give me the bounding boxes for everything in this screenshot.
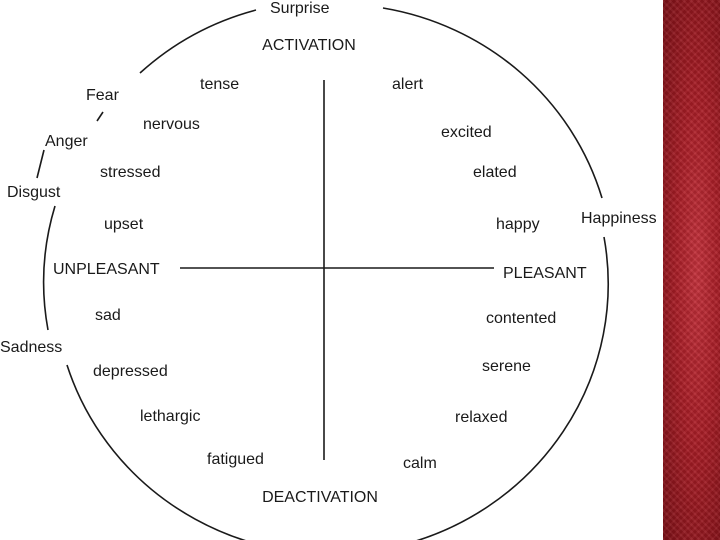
emotion-happiness: Happiness	[581, 210, 657, 227]
axis-label-activation: ACTIVATION	[262, 37, 356, 54]
state-depressed: depressed	[93, 363, 168, 380]
circle-arc-top-right	[382, 7, 603, 199]
state-lethargic: lethargic	[140, 408, 200, 425]
emotion-disgust: Disgust	[7, 184, 61, 201]
state-elated: elated	[473, 164, 517, 181]
emotion-sadness: Sadness	[0, 339, 62, 356]
circle-arc-left	[42, 205, 56, 331]
state-tense: tense	[200, 76, 239, 93]
axis-label-unpleasant: UNPLEASANT	[53, 261, 160, 278]
circumplex-diagram: ACTIVATION DEACTIVATION UNPLEASANT PLEAS…	[0, 0, 657, 540]
state-contented: contented	[486, 310, 556, 327]
state-stressed: stressed	[100, 164, 160, 181]
axis-label-deactivation: DEACTIVATION	[262, 489, 378, 506]
axis-label-pleasant: PLEASANT	[503, 265, 587, 282]
state-upset: upset	[104, 216, 144, 233]
state-serene: serene	[482, 358, 531, 375]
decorative-side-bar	[663, 0, 720, 540]
state-calm: calm	[403, 455, 437, 472]
state-happy: happy	[496, 216, 540, 233]
circle-arc-right	[66, 236, 609, 540]
state-fatigued: fatigued	[207, 451, 264, 468]
circle-arc-top-left	[139, 9, 257, 74]
circle-segment-fear-anger	[96, 111, 104, 122]
circle-segment-anger-disgust	[36, 149, 45, 179]
emotion-surprise: Surprise	[270, 0, 330, 17]
emotion-anger: Anger	[45, 133, 88, 150]
state-relaxed: relaxed	[455, 409, 507, 426]
state-nervous: nervous	[143, 116, 200, 133]
emotion-fear: Fear	[86, 87, 120, 104]
state-sad: sad	[95, 307, 121, 324]
state-excited: excited	[441, 124, 492, 141]
state-alert: alert	[392, 76, 424, 93]
